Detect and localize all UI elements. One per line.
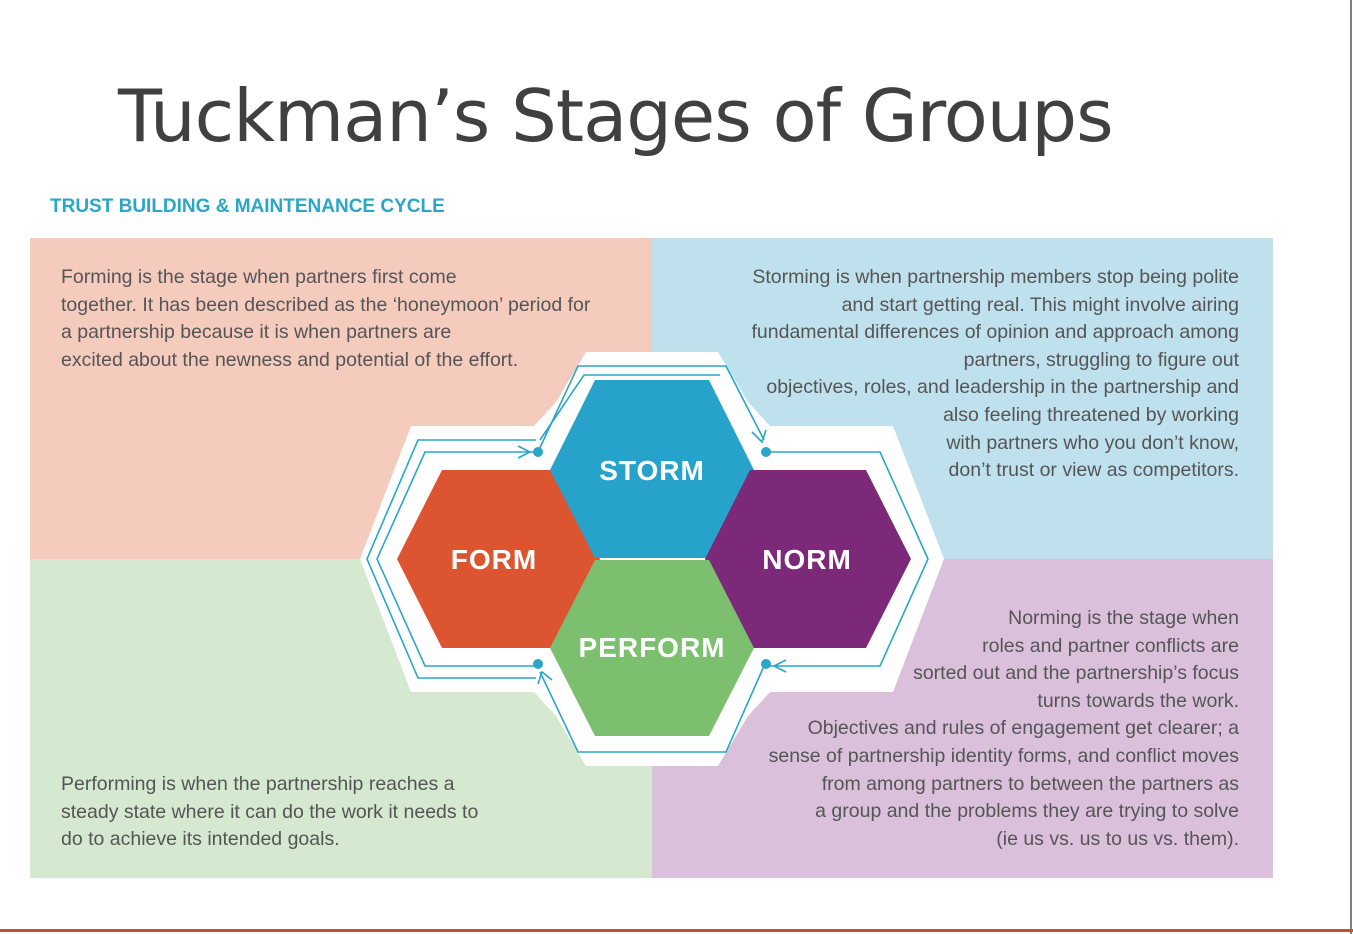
bottom-accent-line — [0, 929, 1353, 932]
description-line: with partners who you don’t know, — [946, 431, 1239, 454]
description-line: Forming is the stage when partners first… — [61, 266, 457, 288]
arrowhead-bottom-right — [772, 659, 787, 673]
arrow-inner-top — [539, 374, 720, 441]
arrow-dots — [533, 447, 771, 669]
cycle-arrows — [366, 365, 929, 753]
dot-bottom-right — [761, 659, 771, 669]
description-line: excited about the newness and potential … — [61, 348, 519, 371]
description-line: and start getting real. This might invol… — [841, 293, 1239, 316]
description-line: Norming is the stage when — [1008, 607, 1239, 629]
description-line: Storming is when partnership members sto… — [752, 266, 1239, 288]
description-line: Objectives and rules of engagement get c… — [807, 717, 1239, 740]
arrow-norm-outer — [766, 451, 929, 667]
description-line: also feeling threatened by working — [943, 403, 1239, 426]
arrow-perform-outer — [539, 665, 765, 753]
arrow-inner-left-top — [366, 439, 536, 679]
arrow-storm-outer — [537, 365, 765, 453]
dot-bottom-left — [533, 659, 543, 669]
perform-label: PERFORM — [579, 632, 726, 663]
slide-title: Tuckman’s Stages of Groups — [118, 74, 1114, 158]
description-line: (ie us vs. us to us vs. them). — [996, 827, 1239, 850]
arrowhead-top-right — [751, 429, 767, 444]
ring-backing — [360, 352, 944, 766]
arrow-heads — [517, 429, 787, 685]
performing-description: Performing is when the partnership reach… — [61, 771, 561, 854]
description-line: from among partners to between the partn… — [821, 772, 1239, 795]
diagram-subtitle: TRUST BUILDING & MAINTENANCE CYCLE — [50, 196, 445, 217]
description-line: a group and the problems they are trying… — [815, 800, 1239, 823]
storming-description: Storming is when partnership members sto… — [655, 264, 1240, 485]
norm-hexagon — [705, 470, 911, 648]
description-line: Performing is when the partnership reach… — [61, 773, 455, 795]
slide-right-edge — [1350, 0, 1352, 934]
description-line: together. It has been described as the ‘… — [61, 293, 591, 316]
norming-description: Norming is the stage when roles and partn… — [710, 605, 1239, 853]
description-line: sorted out and the partnership’s focus — [913, 662, 1239, 685]
description-line: a partnership because it is when partner… — [61, 321, 452, 344]
description-line: objectives, roles, and leadership in the… — [766, 376, 1239, 399]
storm-label: STORM — [599, 455, 705, 486]
arrowhead-top-left — [517, 445, 532, 459]
description-line: roles and partner conflicts are — [982, 634, 1239, 657]
arrow-form-to-storm — [376, 451, 538, 667]
description-line: steady state where it can do the work it… — [61, 800, 479, 823]
description-line: fundamental differences of opinion and a… — [751, 321, 1240, 344]
dot-top-right — [761, 447, 771, 457]
form-hexagon — [397, 470, 600, 648]
forming-description: Forming is the stage when partners first… — [61, 264, 621, 374]
perform-hexagon — [550, 560, 754, 736]
dot-top-left — [533, 447, 543, 457]
description-line: sense of partnership identity forms, and… — [768, 744, 1239, 767]
norm-label: NORM — [762, 544, 852, 575]
form-label: FORM — [451, 544, 537, 575]
arrowhead-bottom-left — [537, 670, 553, 685]
storm-hexagon — [550, 380, 754, 558]
description-line: turns towards the work. — [1037, 689, 1239, 712]
description-line: don’t trust or view as competitors. — [948, 459, 1239, 482]
description-line: partners, struggling to figure out — [963, 348, 1239, 371]
description-line: do to achieve its intended goals. — [61, 828, 340, 851]
